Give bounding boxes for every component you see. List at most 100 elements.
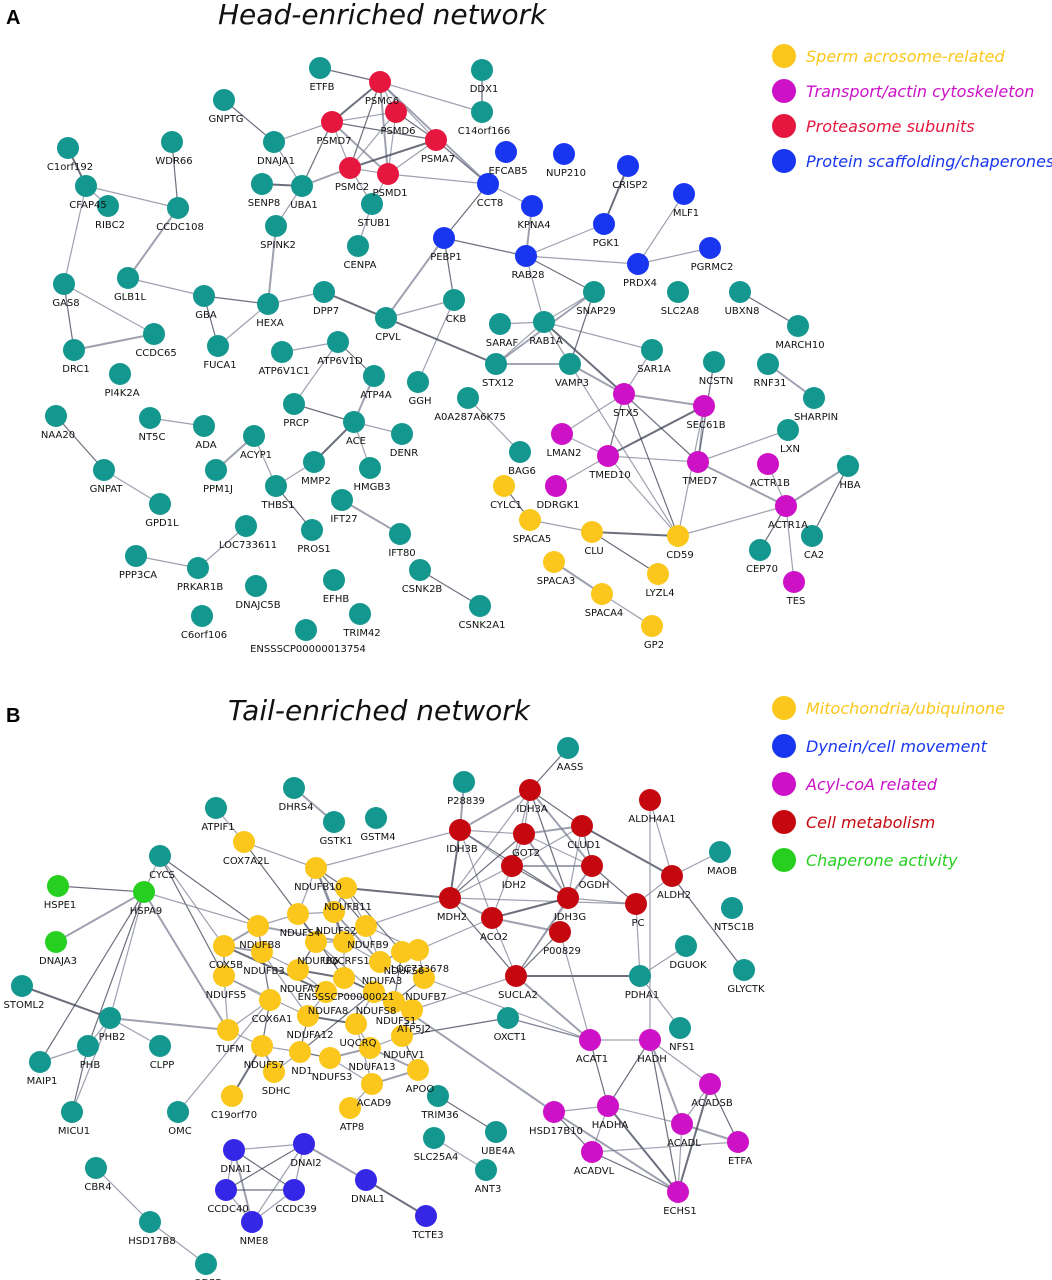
node-label-dnai2: DNAI2 [290,1158,321,1169]
node-psma7 [425,129,447,151]
node-label-enssscp2: ENSSSCP00000021 [298,992,395,1003]
node-mdh2 [439,887,461,909]
node-cox6a1 [259,989,281,1011]
node-label-nup210: NUP210 [546,168,586,179]
node-dhrs4 [283,777,305,799]
node-label-uba1: UBA1 [290,200,317,211]
legend-swatch [772,848,796,872]
node-label-rab28: RAB28 [512,270,545,281]
edge-idh3a-idh3b [459,789,531,831]
node-label-dnajc5b: DNAJC5B [235,600,280,611]
node-label-ada: ADA [195,440,216,451]
node-label-hspa9: HSPA9 [130,906,162,917]
node-label-ogdh: OGDH [579,880,610,891]
node-ndufa12 [297,1005,319,1027]
node-acadl [671,1113,693,1135]
node-label-slc2a8: SLC2A8 [661,306,699,317]
node-ndufa7 [287,959,309,981]
node-prdx4 [627,253,649,275]
node-label-ndufs2: NDUFS2 [316,926,357,937]
node-ca2 [801,525,823,547]
node-pgk1 [593,213,615,235]
edge-rab1a-stx5 [543,321,625,395]
node-label-a0a287a6k75: A0A287A6K75 [434,412,506,423]
edge-cycs-cox5b [159,855,225,947]
node-cycs [149,845,171,867]
node-nme8 [241,1211,263,1233]
node-atp6v1d [327,331,349,353]
node-dnai2 [293,1133,315,1155]
node-clpp [149,1035,171,1057]
node-cox7a2l [233,831,255,853]
node-ada [193,415,215,437]
node-efcab5 [495,141,517,163]
node-nt5c [139,407,161,429]
node-trim42 [349,603,371,625]
edge-got2-mdh2 [449,833,525,899]
edge-dnai1-dnai2 [233,1143,305,1151]
node-ndufs4 [287,903,309,925]
node-maip1 [29,1051,51,1073]
node-tes [783,571,805,593]
legend-swatch [772,772,796,796]
node-sdhc [263,1061,285,1083]
node-label-got2: GOT2 [512,848,540,859]
node-cep70 [749,539,771,561]
node-ndufs6 [391,941,413,963]
edge-ccdc108-cfap45 [85,185,179,209]
node-csnk2b [409,559,431,581]
node-label-ndufv1: NDUFV1 [383,1050,424,1061]
node-ift80 [389,523,411,545]
node-label-gnpat: GNPAT [90,484,124,495]
node-cenpa [347,235,369,257]
node-label-ndufb9: NDUFB9 [347,940,388,951]
node-dguok [675,935,697,957]
node-acadsb [699,1073,721,1095]
edge-actr1a-hba [785,465,849,507]
edge-acat1-hadha [589,1039,609,1107]
node-label-nd1: ND1 [291,1066,313,1077]
edge-psmd7-psmd1 [331,121,389,175]
edge-idh2-mdh2 [449,865,513,899]
node-actr1b [757,453,779,475]
node-label-bag6: BAG6 [508,466,536,477]
node-label-prcp: PRCP [283,418,309,429]
node-label-acadsb: ACADSB [691,1098,733,1109]
node-label-denr: DENR [390,448,418,459]
node-label-c1orf192: C1orf192 [47,162,93,173]
node-label-echs1: ECHS1 [663,1206,697,1217]
node-ndufb10 [305,857,327,879]
node-label-ddx1: DDX1 [470,84,499,95]
node-label-idh3g: IDH3G [554,912,586,923]
node-actr1a [775,495,797,517]
node-etfb [309,57,331,79]
edge-idh3b-aco2 [459,829,493,919]
node-sec61b [693,395,715,417]
node-ppm1j [205,459,227,481]
edge-got2-ogdh [523,833,593,867]
legend-label: Cell metabolism [806,813,935,832]
edge-idh3g-sucla2 [515,897,569,977]
edge-c14orf166-psmc6 [379,81,483,113]
node-got2 [513,823,535,845]
node-label-nt5c: NT5C [139,432,166,443]
node-label-ant3: ANT3 [475,1184,502,1195]
edge-mdh2-ndufb9 [365,897,451,927]
node-label-cox5b: COX5B [209,960,243,971]
node-label-clud1: CLUD1 [567,840,600,851]
node-spink2 [265,215,287,237]
edge-stx5-sec61b [623,393,705,407]
node-label-stoml2: STOML2 [4,1000,45,1011]
node-label-ift27: IFT27 [330,514,357,525]
edge-hspa9-tufm [143,891,229,1031]
node-pi4k2a [109,363,131,385]
node-label-cct8: CCT8 [477,198,503,209]
node-label-cfap45: CFAP45 [69,200,106,211]
edge-cfap45-gas8 [63,185,87,285]
edge-hadh-hadha [607,1039,651,1107]
edge-hexa-spink2 [267,225,277,305]
node-label-psma7: PSMA7 [421,154,455,165]
edge-ndufs2-ndufa3 [333,911,381,963]
